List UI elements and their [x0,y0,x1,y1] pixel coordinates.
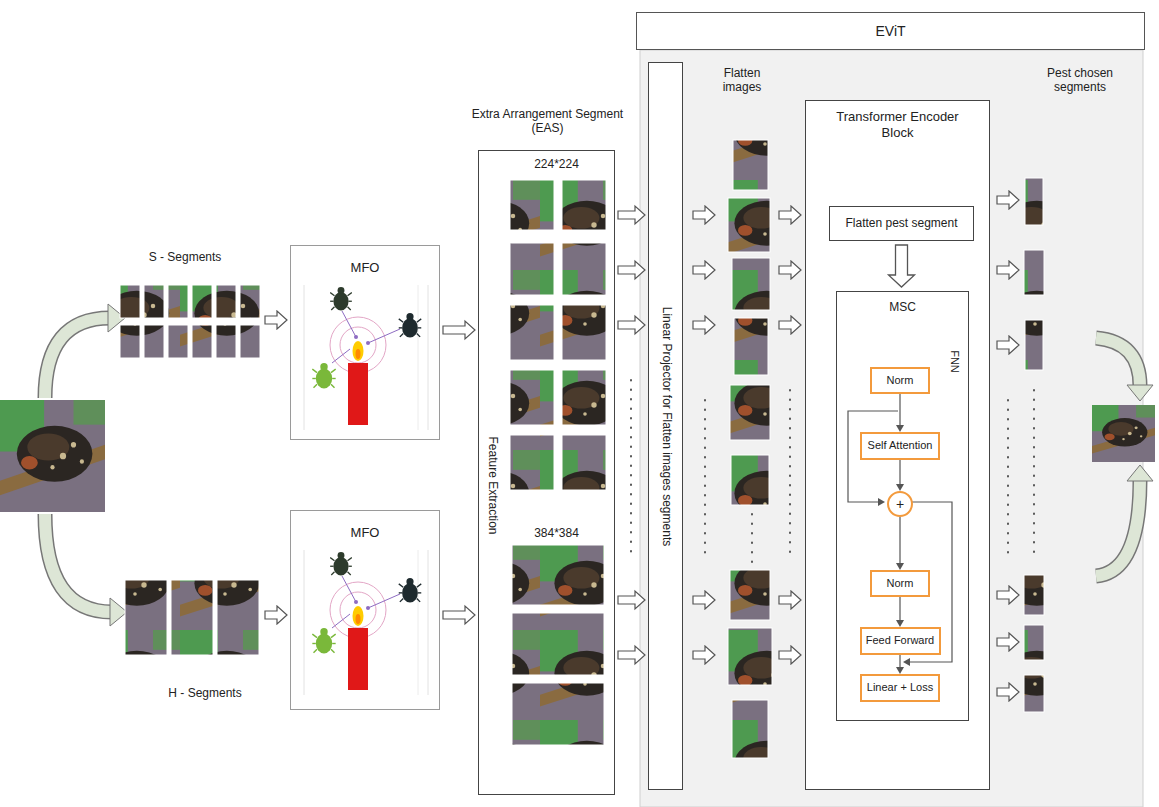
mfo-box: MFO [290,245,440,440]
connector-arrow [896,460,904,491]
size-label: 384*384 [499,526,614,540]
connector-arrow [896,597,904,627]
block-heading: Transformer Encoder Block [826,109,969,140]
evit-panel [640,50,1143,807]
box-label: Self Attention [868,439,933,452]
column-label: Flatten images [712,66,772,95]
hollow-arrows [265,191,1019,701]
connector-arrow [896,394,904,432]
box-label: MFO [291,260,439,276]
box-label: + [896,497,904,511]
side-label: Feature Extraction [485,386,500,586]
connector-arrow [443,606,475,624]
flatten-thumbnails [728,140,772,758]
segment-label: S - Segments [130,250,240,264]
mfo-box: MFO [290,510,440,710]
connector-arrow [618,646,645,664]
connector-arrow [618,316,645,334]
box-label: MFO [291,525,439,541]
mfo-illustration [290,245,440,710]
size-label: 224*224 [499,157,614,171]
box-label: Feed Forward [866,634,934,647]
layer-box: Norm [870,570,930,597]
residual-lines [848,411,952,666]
connector-arrow [618,206,645,224]
layer-box: Linear + Loss [860,674,940,702]
box-label: Norm [887,374,914,387]
side-label: FNN [947,342,962,382]
layer-box: Self Attention [860,432,940,460]
pest-thumbnails [1024,178,1044,712]
projector-box: Linear Projector for Flatten images segm… [648,62,683,790]
connector-arrow [889,245,915,287]
connector-arrow [618,591,645,609]
layer-box: Norm [870,367,930,394]
box-label: Norm [887,577,914,590]
h-segment-tiles [125,580,259,655]
eas-tiles [510,180,606,745]
eas-box: Extra Arrangement Segment (EAS)224*22438… [478,150,615,795]
segment-label: H - Segments [150,686,260,700]
msc-box: MSCFNNNormSelf Attention+NormFeed Forwar… [836,291,969,721]
evit-panel: EViT Linear Projector for Flatten images … [636,12,1145,807]
connector-arrow [443,321,475,339]
box-label: Linear + Loss [867,681,933,694]
connector-arrow [618,261,645,279]
curved-arrows [45,304,1153,626]
sum-circle: + [887,491,913,517]
connector-arrow [896,517,904,570]
column-label: Pest chosen segments [1044,66,1116,95]
block-heading: MSC [837,300,968,314]
encoder-block: Transformer Encoder BlockFlatten pest se… [805,100,990,790]
panel-heading: EViT [636,12,1145,50]
s-segment-tiles [120,285,260,358]
box-label: Linear Projector for Flatten images segm… [659,77,674,777]
box-heading: Extra Arrangement Segment (EAS) [469,107,626,136]
ellipsis-dots [631,380,1034,562]
layer-box: Feed Forward [860,627,941,655]
box-label: Flatten pest segment [845,216,957,230]
process-box: Flatten pest segment [829,206,974,241]
connector-arrow [896,655,904,674]
